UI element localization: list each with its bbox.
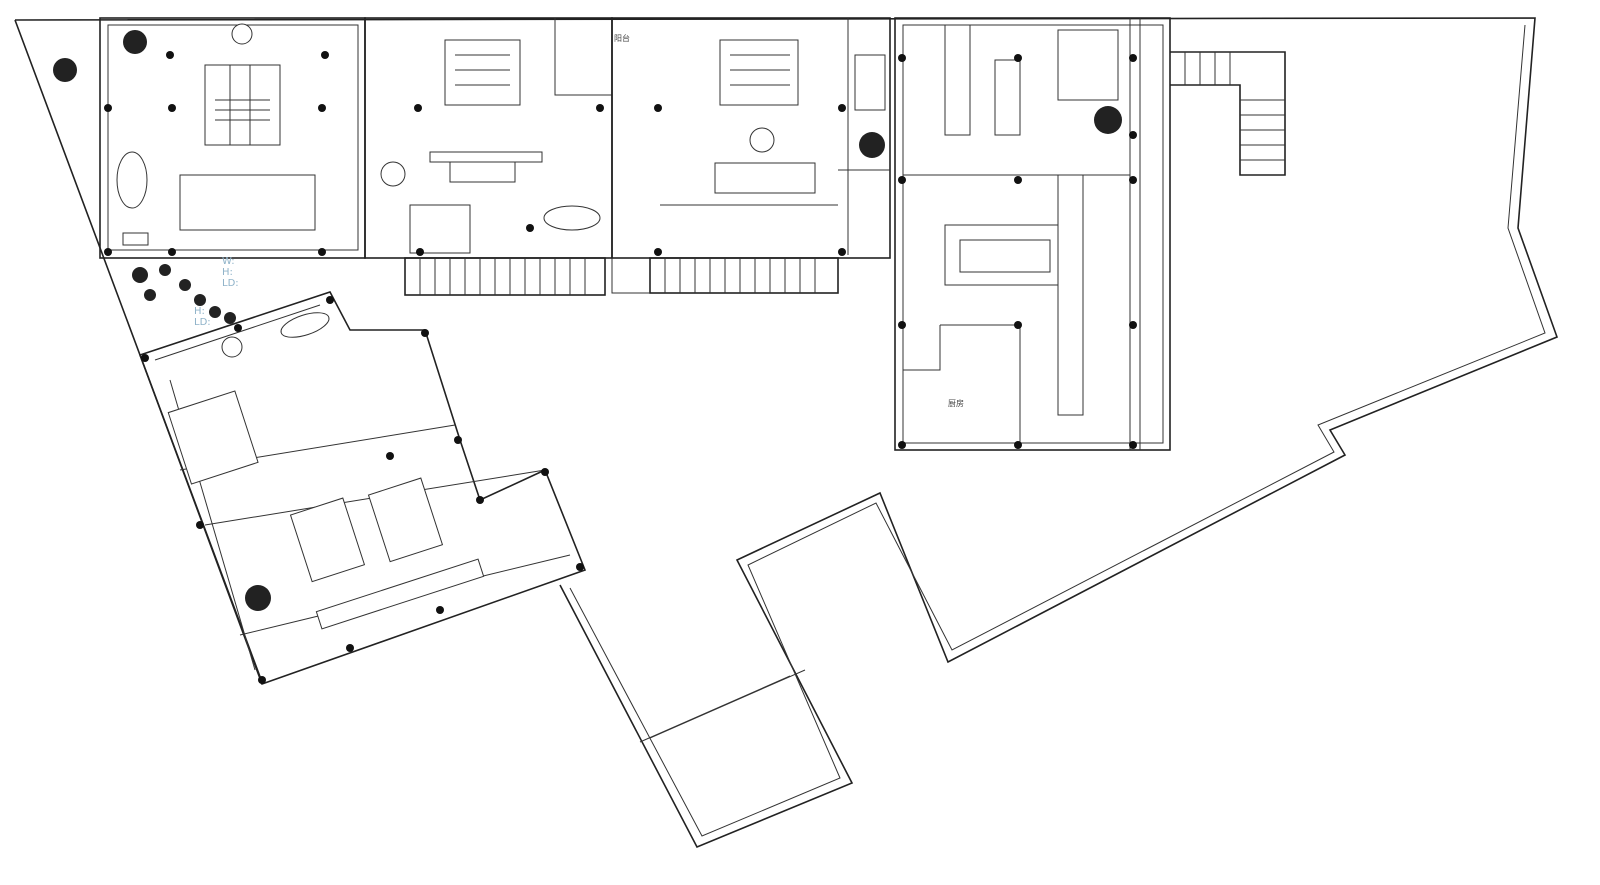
annotation-ld: LD: <box>194 317 211 328</box>
kitchen-label: 厨房 <box>948 399 964 408</box>
bedroom-1 <box>99 17 366 259</box>
pool-outline <box>639 669 806 743</box>
stairs-2 <box>611 257 839 294</box>
kitchen-dining-block <box>894 17 1171 451</box>
annotation-block-1: W: H: LD: <box>222 256 239 289</box>
annotation-h: H: <box>194 306 205 317</box>
tree-icons <box>53 30 1122 611</box>
bedroom-3 <box>611 17 891 259</box>
annotation-h: H: <box>222 267 233 278</box>
bedroom-2 <box>364 17 613 259</box>
stairs-1 <box>404 257 606 296</box>
balcony-label: 阳台 <box>614 34 630 43</box>
annotation-ld: LD: <box>222 278 239 289</box>
annotation-w: W: <box>222 256 235 267</box>
site-boundary-inner <box>569 24 1546 837</box>
exterior-stairs <box>1170 51 1286 176</box>
structural-columns <box>104 51 1137 684</box>
guest-wing <box>138 291 587 686</box>
annotation-block-2: H: LD: <box>194 306 211 328</box>
